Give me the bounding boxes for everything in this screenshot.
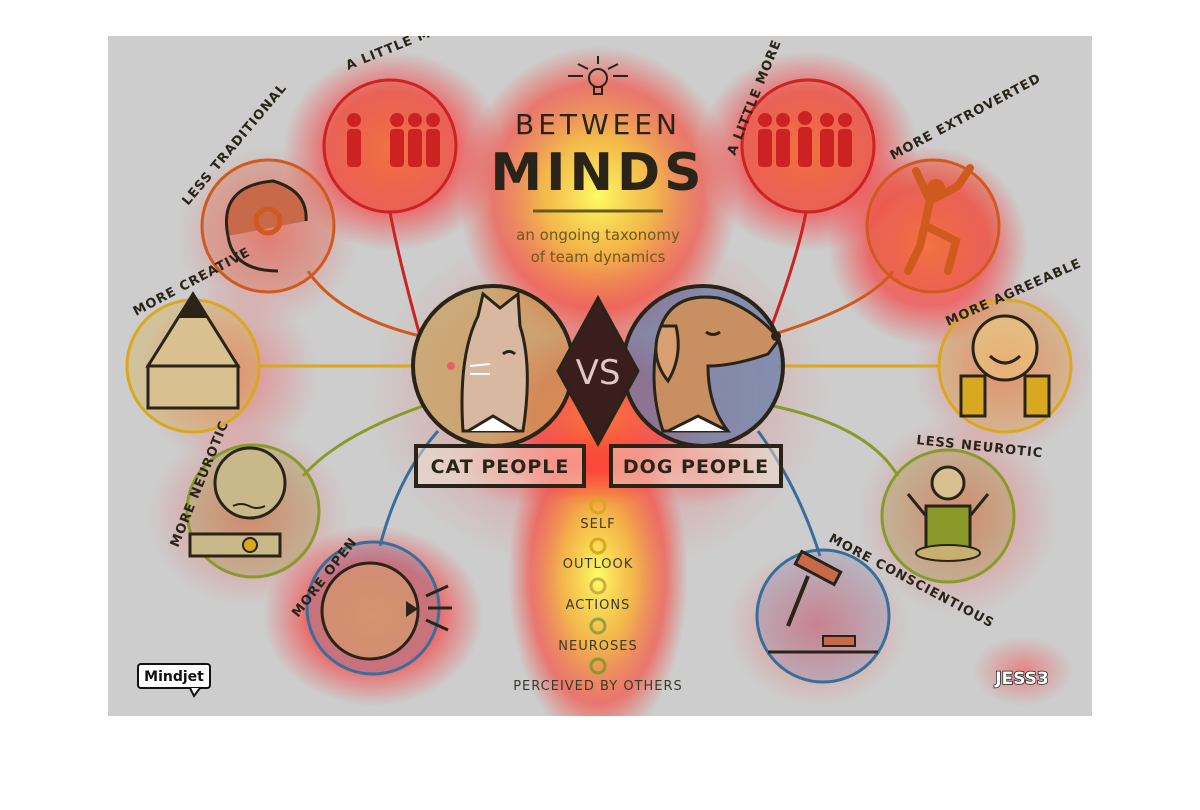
trait-traditional: [200, 158, 336, 294]
legend-perceived: PERCEIVED BY OTHERS: [513, 679, 683, 694]
infographic-svg: BETWEEN MINDS an ongoing taxonomy of tea…: [125, 36, 1092, 716]
trait-open: [305, 540, 452, 676]
legend-neuroses: NEUROSES: [558, 639, 637, 654]
trait-outgoing: [740, 78, 876, 214]
cat-people-label: CAT PEOPLE: [431, 456, 570, 478]
legend-self: SELF: [580, 517, 615, 532]
legend-marker: [589, 537, 607, 555]
dog-people-label: DOG PEOPLE: [623, 456, 769, 478]
trait-agreeable: [937, 298, 1073, 434]
trait-less-neurotic: [880, 448, 1016, 584]
vs-label: VS: [576, 353, 621, 393]
vs-diamond: [556, 294, 640, 448]
trait-aloof: [322, 78, 458, 214]
connector-lines: [260, 211, 938, 557]
trait-neurotic: [185, 443, 321, 579]
subtitle-line1: an ongoing taxonomy: [516, 226, 680, 244]
legend-marker: [589, 497, 607, 515]
cat-portrait: [411, 284, 575, 448]
trait-conscientious: [755, 548, 891, 684]
infographic-canvas: BETWEEN MINDS an ongoing taxonomy of tea…: [108, 36, 1092, 716]
mindjet-logo: Mindjet: [137, 663, 211, 698]
title-line2: MINDS: [490, 143, 705, 203]
legend-marker: [589, 617, 607, 635]
legend-outlook: OUTLOOK: [563, 557, 633, 572]
legend-marker: [589, 577, 607, 595]
subtitle-line2: of team dynamics: [531, 248, 666, 266]
legend-actions: ACTIONS: [566, 598, 631, 613]
mindjet-logo-text: Mindjet: [144, 669, 204, 685]
trait-extroverted: [865, 158, 1001, 294]
dog-portrait: [621, 284, 785, 448]
cat-people-box: [414, 444, 586, 488]
lightbulb-icon: [568, 56, 628, 95]
trait-creative: [125, 291, 261, 434]
dog-people-box: [609, 444, 783, 488]
legend: SELF OUTLOOK ACTIONS NEUROSES PERCEIVED …: [513, 497, 683, 694]
title-line1: BETWEEN: [515, 108, 681, 141]
legend-marker: [589, 657, 607, 675]
jess3-logo: JESS3: [994, 669, 1049, 689]
